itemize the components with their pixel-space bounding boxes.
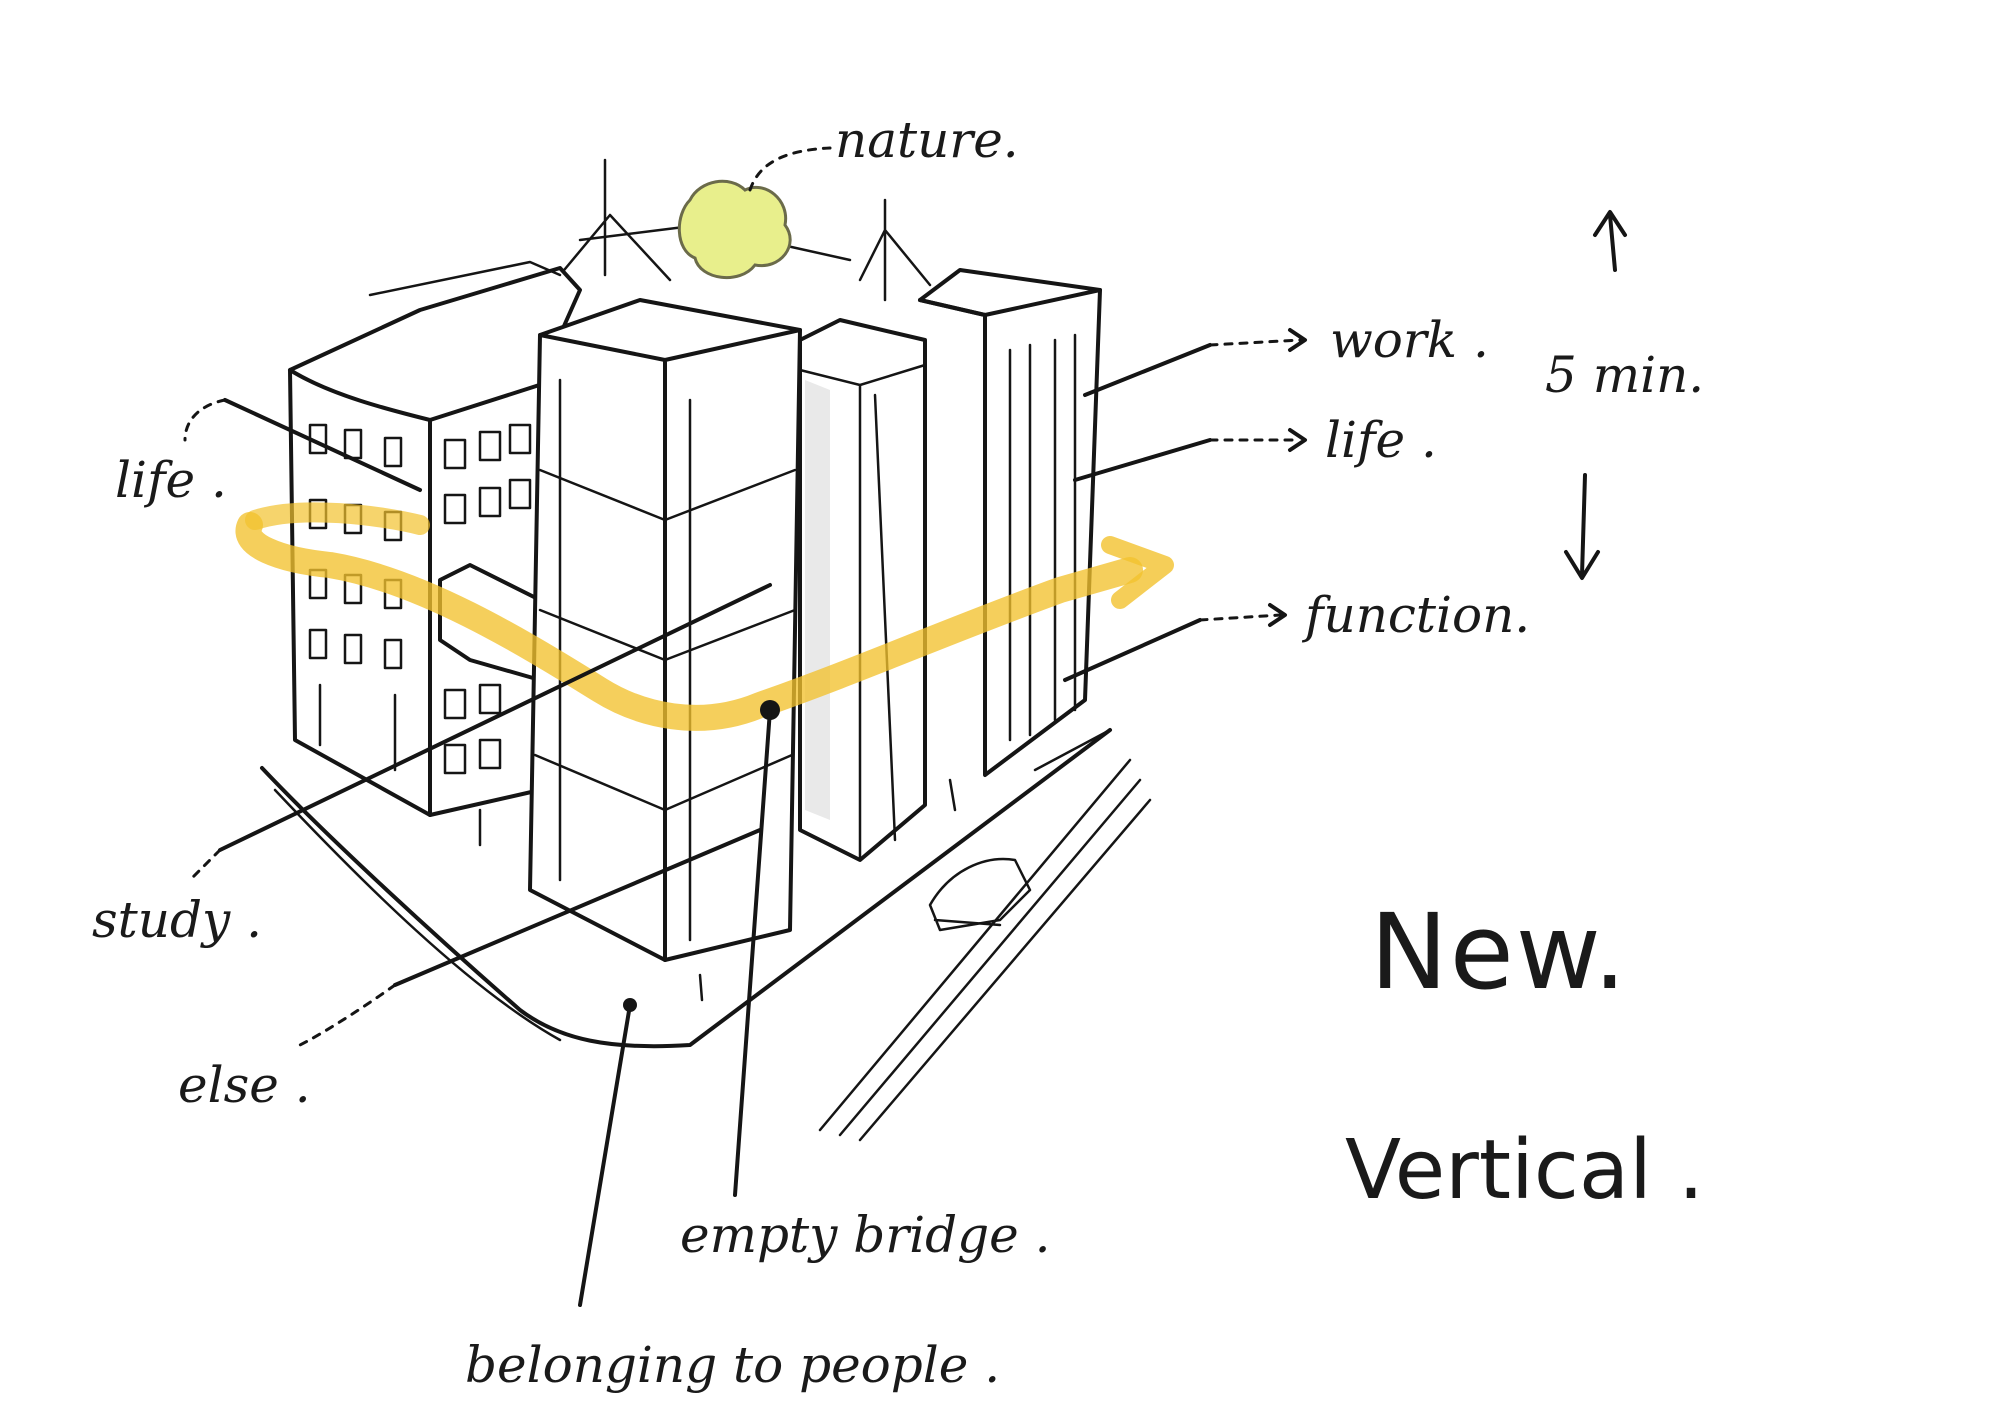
label-nature: nature. bbox=[835, 115, 1019, 165]
label-work: work . bbox=[1330, 315, 1489, 365]
sidewalk-edge bbox=[1035, 730, 1110, 770]
label-empty-bridge: empty bridge . bbox=[680, 1210, 1051, 1260]
label-duration: 5 min. bbox=[1545, 350, 1704, 400]
label-else: else . bbox=[178, 1060, 311, 1110]
arrow-up-icon bbox=[1595, 212, 1625, 270]
leader-nature bbox=[750, 148, 830, 190]
curb-inner bbox=[275, 790, 560, 1040]
leader-work bbox=[1085, 345, 1210, 395]
leader-belonging bbox=[580, 1005, 630, 1305]
car-icon bbox=[930, 859, 1030, 930]
label-study: study . bbox=[92, 895, 262, 945]
label-belonging: belonging to people . bbox=[465, 1340, 1000, 1390]
nature-tree-icon bbox=[679, 181, 790, 277]
label-new: New. bbox=[1370, 900, 1628, 1004]
tower-middle-shade bbox=[805, 380, 830, 820]
arrow-down-icon bbox=[1566, 475, 1598, 578]
label-function: function. bbox=[1305, 590, 1530, 640]
label-life-right: life . bbox=[1325, 415, 1437, 465]
label-vertical: Vertical . bbox=[1345, 1130, 1704, 1212]
label-life-left: life . bbox=[115, 455, 227, 505]
